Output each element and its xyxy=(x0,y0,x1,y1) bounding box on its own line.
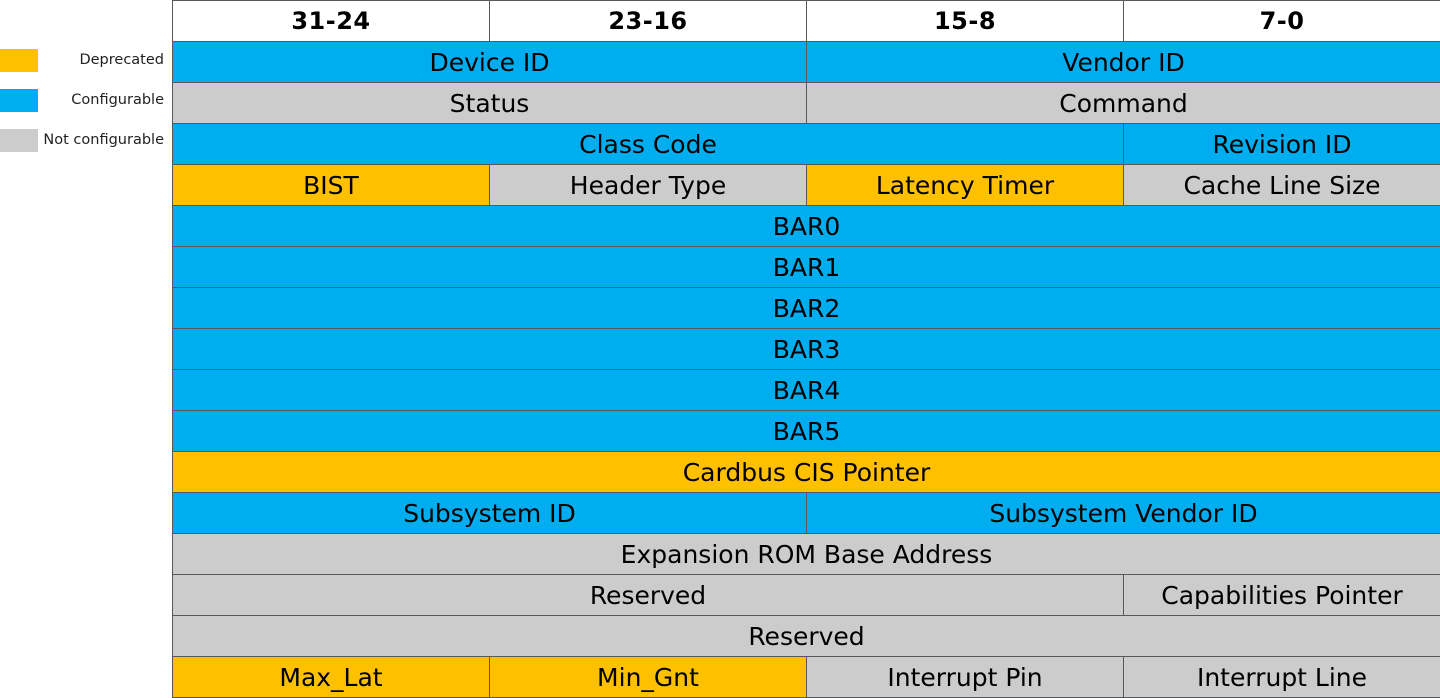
legend-swatch-deprecated xyxy=(0,49,38,72)
bit-range-header-row: 31-24 23-16 15-8 7-0 xyxy=(173,1,1440,42)
legend-label-deprecated: Deprecated xyxy=(38,53,172,68)
bit-range-23-16: 23-16 xyxy=(490,1,807,42)
pci-config-space-diagram: Deprecated Configurable Not configurable… xyxy=(0,0,1440,682)
bit-range-7-0: 7-0 xyxy=(1124,1,1440,42)
legend-item-not-configurable: Not configurable xyxy=(0,128,172,152)
table-row: BAR4 xyxy=(173,370,1440,411)
register-field-cell: BIST xyxy=(173,165,490,206)
table-row: Cardbus CIS Pointer xyxy=(173,452,1440,493)
register-field-cell: Subsystem Vendor ID xyxy=(807,493,1440,534)
register-field-cell: Expansion ROM Base Address xyxy=(173,534,1440,575)
legend-swatch-configurable xyxy=(0,89,38,112)
table-row: Reserved xyxy=(173,616,1440,657)
register-field-cell: Subsystem ID xyxy=(173,493,807,534)
legend-label-not-configurable: Not configurable xyxy=(38,133,172,148)
register-field-cell: Command xyxy=(807,83,1440,124)
register-field-cell: Reserved xyxy=(173,575,1124,616)
register-field-cell: BAR0 xyxy=(173,206,1440,247)
register-field-cell: BAR2 xyxy=(173,288,1440,329)
register-field-cell: Class Code xyxy=(173,124,1124,165)
table-row: BAR2 xyxy=(173,288,1440,329)
register-field-cell: Status xyxy=(173,83,807,124)
register-field-cell: Revision ID xyxy=(1124,124,1440,165)
legend: Deprecated Configurable Not configurable xyxy=(0,0,172,682)
register-field-cell: Interrupt Pin xyxy=(807,657,1124,698)
table-header: 31-24 23-16 15-8 7-0 xyxy=(173,1,1440,42)
table-row: BAR0 xyxy=(173,206,1440,247)
register-field-cell: Device ID xyxy=(173,42,807,83)
legend-item-configurable: Configurable xyxy=(0,88,172,112)
register-field-cell: Reserved xyxy=(173,616,1440,657)
register-field-cell: BAR5 xyxy=(173,411,1440,452)
table-row: BAR1 xyxy=(173,247,1440,288)
table-row: Expansion ROM Base Address xyxy=(173,534,1440,575)
register-field-cell: Vendor ID xyxy=(807,42,1440,83)
register-field-cell: BAR1 xyxy=(173,247,1440,288)
table-row: BAR3 xyxy=(173,329,1440,370)
legend-item-deprecated: Deprecated xyxy=(0,48,172,72)
register-field-cell: Header Type xyxy=(490,165,807,206)
register-field-cell: BAR3 xyxy=(173,329,1440,370)
register-field-cell: Cache Line Size xyxy=(1124,165,1440,206)
register-field-cell: Latency Timer xyxy=(807,165,1124,206)
table-row: BAR5 xyxy=(173,411,1440,452)
register-field-cell: Cardbus CIS Pointer xyxy=(173,452,1440,493)
register-field-cell: Capabilities Pointer xyxy=(1124,575,1440,616)
register-field-cell: Min_Gnt xyxy=(490,657,807,698)
legend-swatch-not-configurable xyxy=(0,129,38,152)
register-field-cell: Interrupt Line xyxy=(1124,657,1440,698)
legend-label-configurable: Configurable xyxy=(38,93,172,108)
bit-range-31-24: 31-24 xyxy=(173,1,490,42)
bit-range-15-8: 15-8 xyxy=(807,1,1124,42)
register-field-cell: Max_Lat xyxy=(173,657,490,698)
register-field-cell: BAR4 xyxy=(173,370,1440,411)
